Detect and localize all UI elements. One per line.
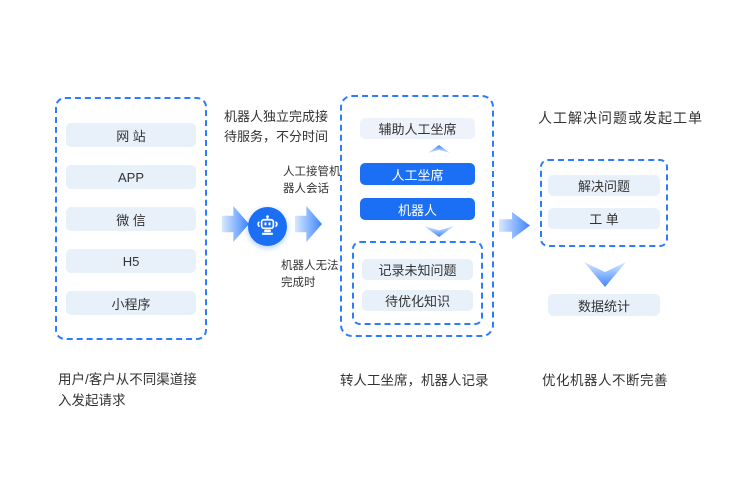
pill-robot: 机器人: [360, 198, 475, 220]
resolution-title: 人工解决问题或发起工单: [538, 110, 703, 126]
resolution-box: 解决问题 工 单: [540, 159, 668, 247]
robot-icon: [257, 215, 278, 235]
channel-pill-app: APP: [66, 165, 196, 189]
pill-human-agent: 人工坐席: [360, 163, 475, 185]
pill-data-stats: 数据统计: [548, 294, 660, 316]
pill-record-unknown: 记录未知问题: [362, 259, 473, 280]
caption-optimize: 优化机器人不断完善: [542, 373, 668, 388]
channels-list: 网 站 APP 微 信 H5 小程序: [57, 99, 205, 315]
flow-note-takeover: 人工接管机器人会话: [283, 166, 341, 195]
pill-ticket: 工 单: [548, 208, 660, 229]
agent-panel: 辅助人工坐席 人工坐席 机器人 记录未知问题 待优化知识: [340, 95, 494, 337]
channel-pill-wechat: 微 信: [66, 207, 196, 231]
channel-pill-website: 网 站: [66, 123, 196, 147]
pill-solve-problem: 解决问题: [548, 175, 660, 196]
pill-pending-knowledge: 待优化知识: [362, 290, 473, 311]
arrow-right-icon: [499, 212, 530, 239]
robot-badge: [248, 207, 287, 246]
flow-note-top: 机器人独立完成接待服务，不分时间: [224, 109, 329, 144]
record-box: 记录未知问题 待优化知识: [352, 241, 483, 325]
pill-assist-agent: 辅助人工坐席: [360, 118, 475, 139]
channel-pill-h5: H5: [66, 249, 196, 273]
channels-panel: 网 站 APP 微 信 H5 小程序: [55, 97, 207, 340]
caption-channels: 用户/客户从不同渠道接入发起请求: [58, 372, 197, 408]
arrow-right-icon: [295, 206, 322, 242]
channel-pill-miniprogram: 小程序: [66, 291, 196, 315]
arrow-down-icon: [584, 262, 626, 287]
caption-agent: 转人工坐席，机器人记录: [340, 373, 489, 388]
arrow-up-icon: [428, 145, 450, 153]
arrow-down-icon: [424, 226, 454, 237]
flow-note-unable: 机器人无法完成时: [281, 260, 339, 289]
arrow-right-icon: [222, 206, 249, 242]
